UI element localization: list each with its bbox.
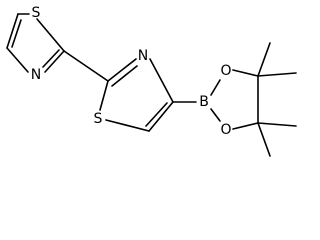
- bond-n3-c4-right: [149, 58, 174, 103]
- bond-c4-c5-right: [148, 101, 174, 132]
- bond-c2-n3-right-double: [111, 65, 138, 87]
- bond-methyl-lower-down: [257, 122, 271, 157]
- bond-methyl-lower-right: [257, 122, 297, 127]
- bond-c2-n3-right: [107, 58, 137, 82]
- bond-s1-c2: [36, 18, 65, 52]
- bond-c4-c5-double: [11, 19, 22, 48]
- bond-c2-n3: [44, 50, 65, 73]
- atom-o-lower: O: [220, 122, 231, 138]
- bond-c5-s1-right: [105, 119, 150, 132]
- bond-b-o-lower: [210, 108, 221, 122]
- bond-o-lower-c: [232, 122, 259, 130]
- bond-c4-c5: [6, 13, 19, 49]
- right-thiazole-ring: [99, 58, 174, 132]
- methyl-groups: [257, 42, 297, 157]
- atom-n-left-ring: N: [31, 67, 41, 83]
- left-thiazole-ring: [6, 13, 65, 73]
- atom-n-right-ring: N: [138, 48, 148, 64]
- atom-boron: B: [199, 94, 209, 110]
- bond-c4-c5-right-double: [145, 102, 168, 127]
- bond-methyl-upper-up: [257, 42, 271, 77]
- atom-s-left-ring: S: [32, 5, 41, 21]
- bond-s1-c2-right: [99, 80, 109, 111]
- bond-ring-link: [63, 50, 109, 82]
- bond-n3-c4: [6, 47, 29, 73]
- bond-methyl-upper-right: [257, 72, 297, 77]
- dioxaborolane-ring: [210, 69, 259, 130]
- bond-b-o-upper: [210, 79, 221, 96]
- bond-o-upper-c: [232, 69, 259, 77]
- chemical-structure: S N N S B O O: [6, 5, 297, 157]
- bond-c2-n3-double: [42, 49, 60, 68]
- atom-o-upper: O: [220, 63, 231, 79]
- atom-s-right-ring: S: [94, 111, 103, 127]
